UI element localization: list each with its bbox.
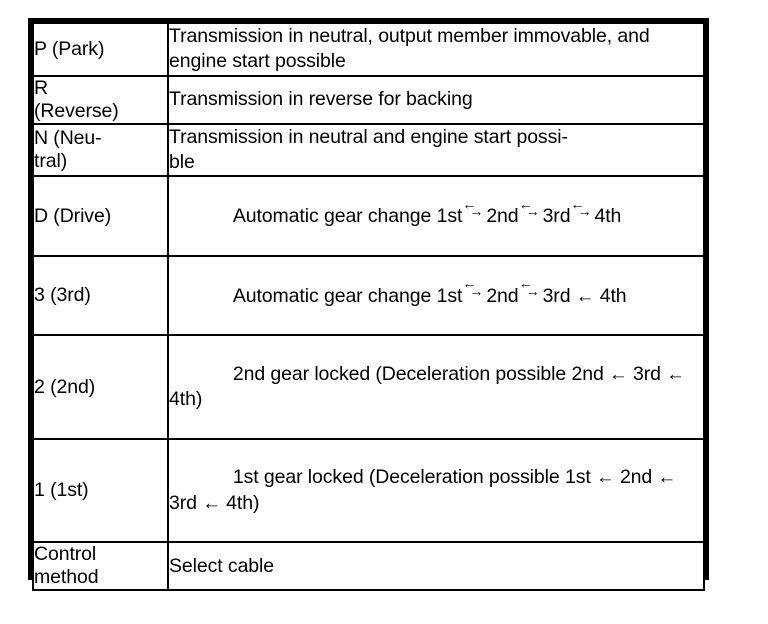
arrow-left-glyph: ← bbox=[570, 195, 585, 212]
arrow-right-glyph: → bbox=[577, 203, 592, 220]
gear-step: 2nd bbox=[486, 284, 519, 307]
gear-description-text: Automatic gear change 1st←→2nd←→3rd ← 4t… bbox=[169, 276, 627, 332]
arrow-right-glyph: → bbox=[469, 203, 484, 220]
description-suffix: ) bbox=[252, 491, 260, 514]
description-prefix: 2nd gear locked (Deceleration possible bbox=[232, 362, 572, 385]
arrow-left-icon: ← bbox=[575, 284, 595, 306]
control-method-value: Select cable bbox=[169, 554, 275, 577]
arrow-right-glyph: → bbox=[469, 282, 484, 299]
gear-step: 4th bbox=[169, 388, 196, 411]
control-method-label-cell: Control method bbox=[32, 541, 169, 592]
gear-step: 1st bbox=[564, 466, 591, 489]
gear-description-cell-neutral: Transmission in neutral and engine start… bbox=[167, 122, 705, 178]
gear-step: 3rd bbox=[169, 491, 197, 514]
gear-step: 2nd bbox=[486, 205, 519, 228]
arrow-left-glyph: ← bbox=[518, 195, 533, 212]
bidirectional-arrow-icon: ←→ bbox=[462, 197, 486, 223]
gear-positions-table: P (Park) Transmission in neutral, output… bbox=[32, 22, 705, 592]
table-row: 1 (1st) 1st gear locked (Deceleration po… bbox=[32, 437, 705, 544]
gear-description-text: Transmission in neutral, output member i… bbox=[169, 25, 655, 73]
table-body: P (Park) Transmission in neutral, output… bbox=[32, 22, 705, 592]
gear-position-cell-1st: 1 (1st) bbox=[32, 437, 169, 544]
table-row: 2 (2nd) 2nd gear locked (Deceleration po… bbox=[32, 334, 705, 440]
bidirectional-arrow-icon: ←→ bbox=[570, 197, 594, 223]
gear-position-label-line2: tral) bbox=[34, 150, 68, 173]
arrow-left-glyph: ← bbox=[462, 275, 477, 292]
gear-description-cell-1st: 1st gear locked (Deceleration possible 1… bbox=[167, 437, 705, 544]
table-row: P (Park) Transmission in neutral, output… bbox=[32, 22, 705, 77]
bidirectional-arrow-icon: ←→ bbox=[519, 276, 543, 302]
arrow-left-glyph: ← bbox=[462, 195, 477, 212]
gear-step: 4th bbox=[594, 205, 622, 228]
description-prefix: Automatic gear change bbox=[232, 284, 437, 307]
control-method-label-line1: Control bbox=[34, 543, 97, 566]
gear-step: 4th bbox=[599, 284, 627, 307]
gear-description-cell-drive: Automatic gear change 1st←→2nd←→3rd←→4th bbox=[167, 175, 705, 257]
bidirectional-arrow-icon: ←→ bbox=[519, 197, 543, 223]
gear-position-cell-reverse: R (Reverse) bbox=[32, 74, 169, 125]
gear-position-label: 1 (1st) bbox=[34, 479, 89, 501]
table-row: 3 (3rd) Automatic gear change 1st←→2nd←→… bbox=[32, 254, 705, 337]
gear-step: 4th bbox=[226, 491, 253, 514]
gear-description-text: 1st gear locked (Deceleration possible 1… bbox=[169, 466, 681, 539]
gear-position-cell-3rd: 3 (3rd) bbox=[32, 254, 169, 337]
gear-position-label: 2 (2nd) bbox=[34, 375, 96, 398]
description-suffix: ) bbox=[195, 388, 203, 411]
gear-description-text: Transmission in reverse for backing bbox=[169, 88, 473, 111]
arrow-left-glyph: ← bbox=[518, 275, 533, 292]
arrow-left-icon: ← bbox=[609, 362, 628, 384]
gear-step: 2nd bbox=[571, 362, 604, 385]
table-row: R (Reverse) Transmission in reverse for … bbox=[32, 74, 705, 125]
description-prefix: 1st gear locked (Deceleration possible bbox=[232, 466, 565, 489]
gear-description-cell-3rd: Automatic gear change 1st←→2nd←→3rd ← 4t… bbox=[167, 254, 705, 337]
bidirectional-arrow-icon: ←→ bbox=[462, 276, 486, 302]
gear-selector-table: P (Park) Transmission in neutral, output… bbox=[28, 18, 709, 592]
gear-step: 1st bbox=[436, 205, 463, 228]
gear-position-label-line2: (Reverse) bbox=[34, 99, 119, 122]
gear-position-label-line1: N (Neu- bbox=[34, 127, 102, 150]
gear-description-cell-2nd: 2nd gear locked (Deceleration possible 2… bbox=[167, 334, 705, 440]
gear-position-label: P (Park) bbox=[34, 37, 105, 60]
arrow-left-icon: ← bbox=[657, 466, 677, 488]
table-row: Control method Select cable bbox=[32, 541, 705, 592]
table-row: N (Neu- tral) Transmission in neutral an… bbox=[32, 122, 705, 178]
gear-position-cell-2nd: 2 (2nd) bbox=[32, 334, 169, 440]
gear-step: 3rd bbox=[542, 284, 571, 307]
gear-position-label: D (Drive) bbox=[34, 204, 112, 227]
gear-position-cell-park: P (Park) bbox=[32, 22, 169, 77]
gear-description-line1: Transmission in neutral and engine start… bbox=[169, 125, 568, 148]
gear-description-cell-park: Transmission in neutral, output member i… bbox=[167, 22, 705, 77]
gear-step: 2nd bbox=[619, 466, 653, 489]
arrow-left-icon: ← bbox=[202, 491, 221, 513]
control-method-label-line2: method bbox=[34, 566, 99, 589]
gear-position-cell-neutral: N (Neu- tral) bbox=[32, 122, 169, 178]
table-row: D (Drive) Automatic gear change 1st←→2nd… bbox=[32, 175, 705, 257]
gear-description-line2: ble bbox=[169, 151, 195, 174]
gear-position-cell-drive: D (Drive) bbox=[32, 175, 169, 257]
description-prefix: Automatic gear change bbox=[232, 205, 437, 228]
arrow-left-icon: ← bbox=[596, 466, 615, 488]
arrow-right-glyph: → bbox=[525, 203, 540, 220]
gear-description-text: 2nd gear locked (Deceleration possible 2… bbox=[169, 363, 690, 436]
gear-step: 1st bbox=[436, 284, 463, 307]
gear-step: 3rd bbox=[542, 205, 571, 228]
gear-description-cell-reverse: Transmission in reverse for backing bbox=[167, 74, 705, 125]
gear-position-label-line1: R bbox=[34, 76, 48, 99]
gear-description-text: Automatic gear change 1st←→2nd←→3rd←→4th bbox=[169, 197, 622, 252]
arrow-right-glyph: → bbox=[525, 282, 540, 299]
gear-step: 3rd bbox=[632, 362, 661, 385]
control-method-value-cell: Select cable bbox=[167, 541, 705, 592]
gear-position-label: 3 (3rd) bbox=[34, 284, 91, 307]
arrow-left-icon: ← bbox=[666, 362, 685, 384]
